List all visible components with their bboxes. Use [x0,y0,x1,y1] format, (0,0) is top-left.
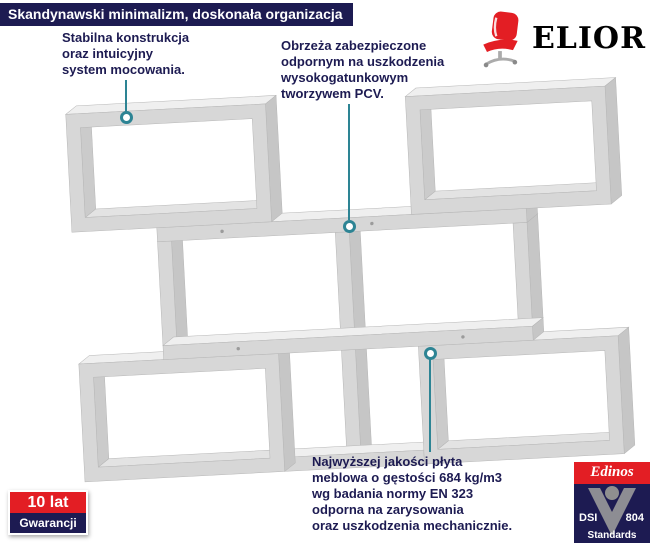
edinos-badge: Edinos DSI 804 Standards [574,462,650,545]
brand-logo: ELIOR [474,8,646,70]
callout-line-board [429,358,431,452]
edinos-emblem-area: DSI 804 Standards [574,484,650,543]
annotation-edges: Obrzeża zabezpieczone odpornym na uszkod… [281,38,445,101]
annotation-stability: Stabilna konstrukcja oraz intuicyjny sys… [62,30,190,77]
edinos-brand-name: Edinos [574,462,650,484]
header-banner: Skandynawski minimalizm, doskonała organ… [0,3,353,26]
warranty-years: 10 lat [10,492,86,513]
callout-marker-board [424,347,437,360]
brand-name: ELIOR [531,21,646,56]
annotation-board: Najwyższej jakości płyta meblowa o gęsto… [312,454,513,533]
warranty-label: Gwarancji [10,513,86,533]
edinos-dsi-label: DSI [579,512,598,524]
edinos-v-emblem-icon [588,486,636,536]
edinos-standards-label: Standards [587,530,637,541]
edinos-number-label: 804 [625,512,644,524]
shelf-illustration [64,77,636,483]
callout-marker-stability [120,111,133,124]
callout-line-edges [348,104,350,220]
callout-line-stability [125,80,127,112]
warranty-badge: 10 lat Gwarancji [8,490,88,535]
callout-marker-edges [343,220,356,233]
red-chair-icon [483,11,519,68]
